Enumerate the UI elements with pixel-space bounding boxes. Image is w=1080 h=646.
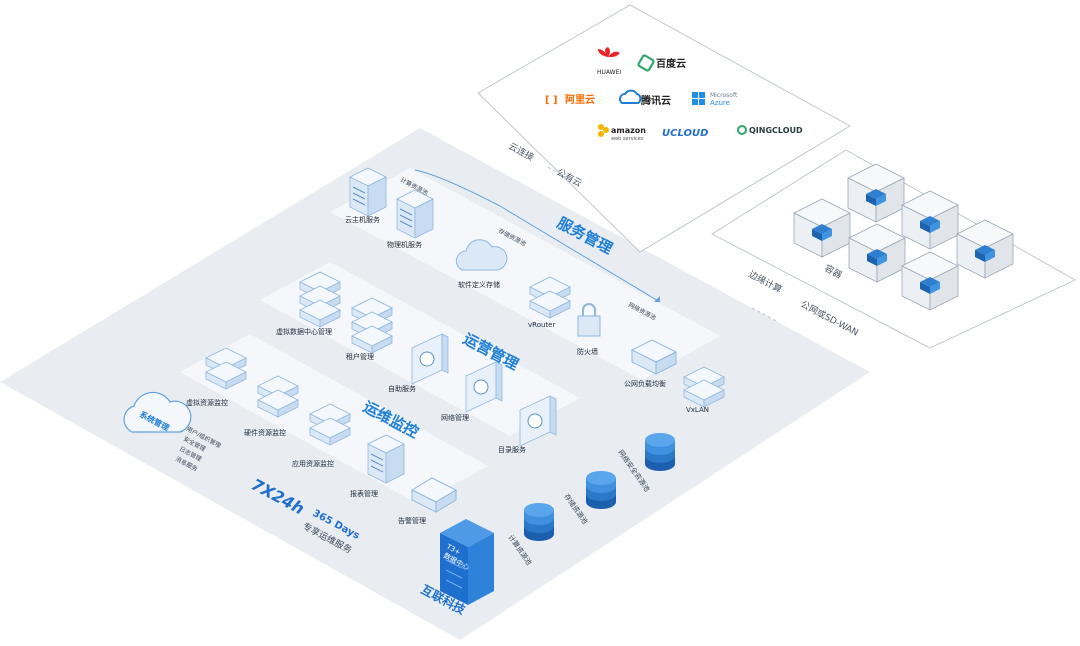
lb-label: 公网负载均衡	[624, 379, 666, 388]
firewall-lock-icon	[577, 303, 601, 337]
ucloud-name: UCLOUD	[662, 128, 708, 139]
baidu-logo: 百度云	[637, 54, 686, 72]
svg-text:[ ]: [ ]	[545, 95, 558, 106]
tencent-name: 腾讯云	[640, 94, 671, 107]
aliyun-name: 阿里云	[565, 94, 595, 106]
alarm-icon	[410, 477, 458, 513]
cloud-connect-line	[547, 166, 573, 182]
service-flow-arrow	[414, 169, 661, 303]
aliyun-logo: [ ] 阿里云	[545, 94, 595, 106]
tenant-label: 租户管理	[346, 352, 374, 361]
app-monitor-label: 应用资源监控	[292, 459, 334, 468]
huawei-logo: HUAWEI	[597, 47, 621, 76]
compute-pool-disk-icon	[524, 503, 554, 541]
huawei-name: HUAWEI	[597, 69, 621, 76]
t3-datacenter-tower	[440, 519, 494, 605]
azure-line2: Azure	[710, 99, 730, 107]
qingcloud-name: QINGCLOUD	[749, 126, 803, 135]
tencent-logo: 腾讯云	[619, 89, 671, 107]
cloud-host-server-icon	[349, 167, 387, 217]
alarm-label: 告警管理	[398, 516, 426, 525]
virt-monitor-label: 虚拟资源监控	[186, 398, 228, 407]
vxlan-label: VxLAN	[686, 406, 709, 414]
vdc-label: 虚拟数据中心管理	[276, 327, 332, 336]
netsec-pool-disk-icon	[645, 433, 675, 471]
cloud-host-label: 云主机服务	[345, 215, 380, 224]
qingcloud-logo: QINGCLOUD	[737, 125, 803, 135]
physical-host-server-icon	[396, 189, 434, 239]
edge-connect-line	[751, 307, 779, 323]
system-mgmt-cloud-icon	[123, 391, 192, 433]
amazon-line1: amazon	[611, 126, 646, 135]
amazon-line2: web services	[611, 136, 644, 142]
load-balancer-icon	[630, 339, 678, 375]
physical-host-label: 物理机服务	[387, 240, 422, 249]
firewall-label: 防火墙	[577, 347, 598, 356]
sds-label: 软件定义存储	[458, 280, 500, 289]
cloud-storage-icon	[455, 239, 508, 271]
self-service-label: 自助服务	[388, 384, 416, 393]
public-cloud-panel	[477, 4, 851, 253]
report-label: 报表管理	[350, 489, 378, 498]
baidu-name: 百度云	[656, 57, 686, 70]
network-mgmt-label: 网络管理	[441, 413, 469, 422]
directory-label: 目录服务	[498, 445, 526, 454]
storage-pool-disk-icon	[586, 471, 616, 509]
azure-logo: Microsoft Azure	[692, 92, 738, 107]
report-server-icon	[367, 434, 405, 484]
edge-compute-tag: 边缘计算	[747, 268, 784, 296]
vrouter-label: vRouter	[528, 321, 555, 329]
hw-monitor-label: 硬件资源监控	[244, 428, 286, 437]
azure-line1: Microsoft	[710, 92, 738, 99]
amazon-logo: amazon web services	[598, 124, 646, 142]
